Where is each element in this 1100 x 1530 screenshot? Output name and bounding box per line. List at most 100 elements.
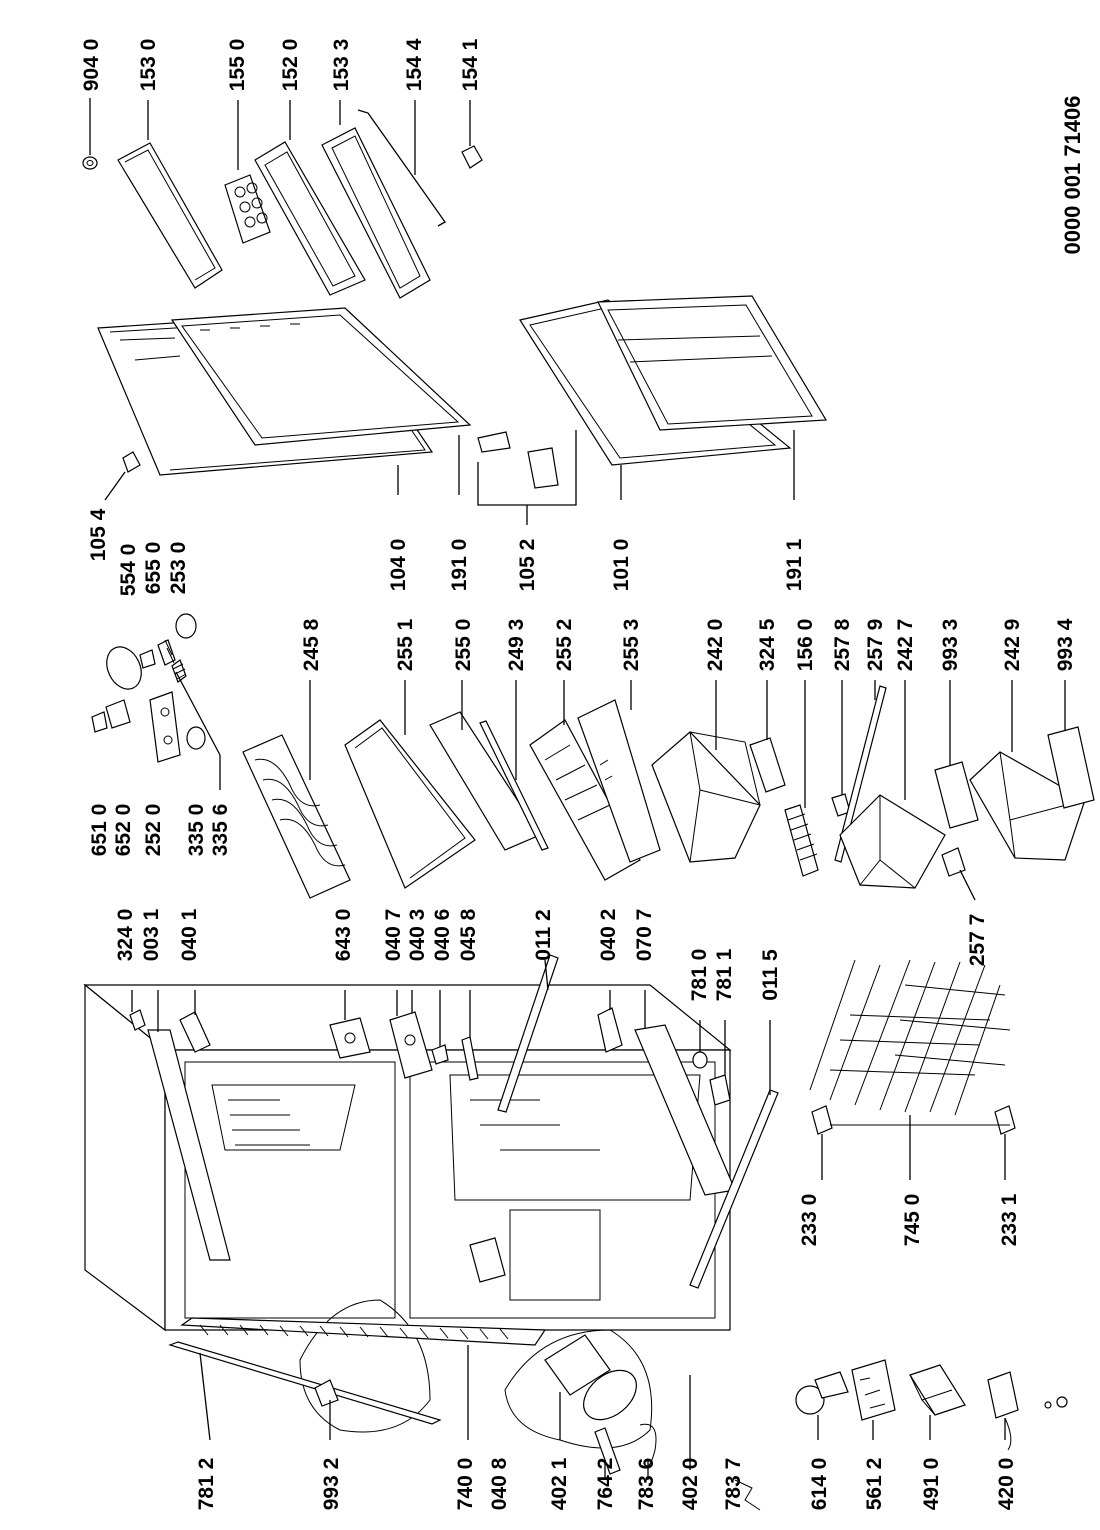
ice-tray-part <box>784 804 819 877</box>
part-label: 651 0 <box>88 804 111 857</box>
freezer-drawer-part <box>969 751 1086 861</box>
washer-part <box>431 1044 449 1065</box>
part-label: 554 0 <box>117 544 140 597</box>
thermostat-housing-part <box>149 691 181 763</box>
thermostat-group: 651 0 652 0 252 0 335 0 335 6 <box>88 613 232 857</box>
lamp-holder-part <box>105 699 131 729</box>
part-label: 257 7 <box>966 914 989 967</box>
wire-part <box>734 1479 761 1511</box>
part-label: 255 3 <box>620 619 643 672</box>
part-label: 781 2 <box>195 1458 218 1511</box>
relay-part <box>851 1359 896 1421</box>
document-number: 0000 001 71406 <box>1060 95 1085 254</box>
part-label: 904 0 <box>80 39 103 92</box>
part-label: 040 8 <box>488 1457 511 1510</box>
lamp-ring-part <box>106 646 142 690</box>
bulb-part <box>157 639 176 666</box>
part-label: 764 2 <box>594 1458 617 1511</box>
shelves-group: 245 8 255 1 255 0 249 3 255 2 255 3 <box>242 618 661 899</box>
long-strip-part <box>168 1341 442 1425</box>
glass-shelf-part <box>344 719 476 889</box>
part-label: 156 0 <box>794 619 817 672</box>
compressor-relay-part <box>544 1334 611 1396</box>
part-label: 152 0 <box>279 39 302 92</box>
edge-strip-part <box>147 1029 231 1261</box>
wire-rack-part <box>242 734 351 899</box>
part-label: 402 1 <box>548 1457 571 1510</box>
cover-part <box>909 1364 966 1416</box>
part-label: 003 1 <box>140 908 163 961</box>
part-label: 652 0 <box>112 804 135 857</box>
balcony-part <box>254 141 366 296</box>
capacitor-part <box>987 1371 1019 1419</box>
egg-tray-part <box>224 174 271 244</box>
part-label: 255 1 <box>394 618 417 671</box>
rail-part <box>834 685 887 863</box>
rail-part <box>689 1089 779 1289</box>
pin-part <box>461 1036 479 1081</box>
small-part <box>314 1379 339 1407</box>
part-label: 783 7 <box>722 1458 745 1511</box>
part-label: 324 5 <box>756 618 779 671</box>
part-label: 011 5 <box>759 949 782 1001</box>
cabinet-front-face <box>164 1049 731 1331</box>
part-label: 561 2 <box>863 1458 886 1511</box>
part-label: 335 6 <box>209 804 232 857</box>
part-label: 491 0 <box>920 1458 943 1511</box>
part-label: 101 0 <box>610 539 633 592</box>
screw-part <box>91 711 108 733</box>
part-label: 257 8 <box>831 618 854 671</box>
part-label: 255 2 <box>553 619 576 672</box>
nut-part <box>1056 1396 1068 1408</box>
part-label: 745 0 <box>901 1194 924 1247</box>
part-label: 104 0 <box>387 539 410 592</box>
part-label: 233 1 <box>998 1193 1021 1246</box>
part-label: 105 4 <box>87 508 110 561</box>
part-label: 643 0 <box>332 909 355 962</box>
cover-part <box>749 737 786 793</box>
part-label: 045 8 <box>457 908 480 961</box>
cover-part <box>1047 726 1095 809</box>
part-label: 242 0 <box>704 619 727 672</box>
bracket-part <box>329 1017 371 1059</box>
part-label: 154 1 <box>459 38 482 91</box>
grille-part <box>709 1074 731 1106</box>
compressor-part <box>583 1369 637 1421</box>
small-clip-part <box>941 847 966 877</box>
doors-group: 105 4 554 0 655 0 253 0 104 0 191 0 105 … <box>87 295 828 597</box>
drawers-group: 242 0 324 5 156 0 257 8 257 9 242 7 993 … <box>651 618 1095 967</box>
part-label: 153 0 <box>137 39 160 92</box>
part-label: 783 6 <box>635 1458 658 1511</box>
shelf-part <box>577 699 661 863</box>
part-label: 011 2 <box>532 909 555 960</box>
part-label: 402 0 <box>679 1458 702 1511</box>
part-label: 781 1 <box>713 948 736 1001</box>
part-label: 614 0 <box>808 1458 831 1511</box>
part-label: 253 0 <box>167 542 190 595</box>
rail-part <box>497 954 559 1113</box>
part-label: 155 0 <box>226 39 249 92</box>
small-part <box>129 1009 146 1031</box>
cover-part <box>934 761 979 829</box>
bottle-shelf-part <box>321 127 431 299</box>
shelf-part <box>529 719 641 881</box>
clip-part <box>461 145 483 169</box>
part-label: 249 3 <box>505 619 528 672</box>
hinge-part <box>477 431 511 453</box>
part-label: 070 7 <box>633 909 656 962</box>
retainer-rod-part <box>357 109 446 227</box>
part-label: 993 4 <box>1054 618 1077 671</box>
part-label: 040 3 <box>406 909 429 962</box>
part-label: 324 0 <box>114 909 137 962</box>
hinge-part <box>527 447 559 489</box>
part-label: 335 0 <box>185 804 208 857</box>
part-label: 242 7 <box>894 619 917 672</box>
part-label: 993 3 <box>939 619 962 672</box>
shelf-support-part <box>994 1105 1016 1135</box>
part-label: 655 0 <box>142 542 165 595</box>
door-accessories-group: 904 0 153 0 155 0 152 0 153 3 154 4 154 … <box>80 38 483 299</box>
part-label: 191 1 <box>783 538 806 591</box>
part-label: 993 2 <box>320 1458 343 1511</box>
part-label: 040 1 <box>178 908 201 961</box>
